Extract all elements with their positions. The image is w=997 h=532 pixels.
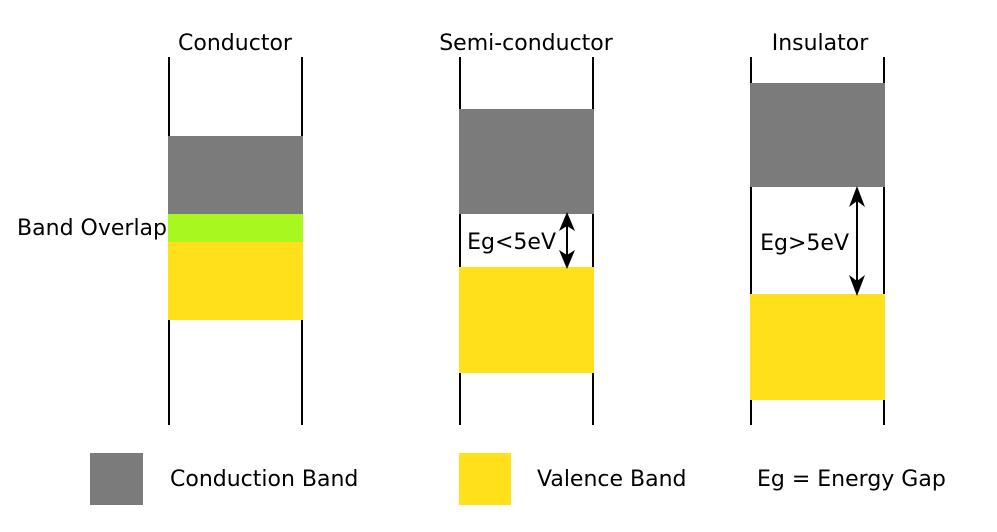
- valence-band-swatch: [459, 453, 511, 505]
- insulator-conduction-band: [750, 83, 885, 187]
- conduction-band-swatch: [90, 453, 143, 505]
- insulator-title: Insulator: [771, 31, 869, 56]
- insulator-valence-band: [750, 294, 885, 400]
- semiconductor-left-line: [459, 57, 461, 425]
- conductor-title: Conductor: [178, 31, 292, 56]
- conductor-band-overlap: [168, 214, 303, 242]
- band-overlap-label: Band Overlap: [17, 216, 167, 241]
- semiconductor-conduction-band: [459, 109, 594, 214]
- semiconductor-right-line: [592, 57, 594, 425]
- semiconductor-gap-arrow: [559, 212, 575, 269]
- insulator-gap-arrow: [849, 186, 865, 296]
- insulator-right-line: [883, 57, 885, 425]
- semiconductor-valence-band: [459, 267, 594, 373]
- conductor-conduction-band: [168, 136, 303, 214]
- conductor-valence-band: [168, 242, 303, 320]
- energy-gap-note: Eg = Energy Gap: [757, 467, 946, 492]
- conduction-band-legend-label: Conduction Band: [170, 467, 359, 492]
- semiconductor-title: Semi-conductor: [439, 31, 613, 56]
- semiconductor-gap-label: Eg<5eV: [467, 230, 556, 255]
- insulator-left-line: [750, 57, 752, 425]
- insulator-gap-label: Eg>5eV: [760, 231, 849, 256]
- valence-band-legend-label: Valence Band: [537, 467, 687, 492]
